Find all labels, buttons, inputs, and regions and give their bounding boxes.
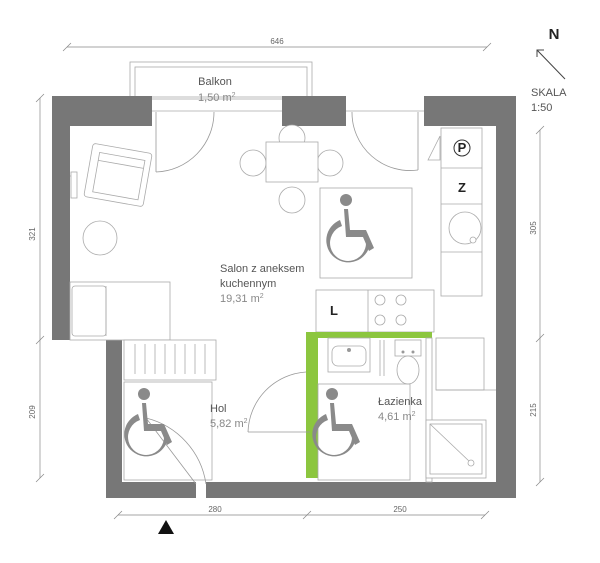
dimension-lines [35,42,545,520]
side-table [82,220,118,256]
living-room-area: 19,31 m2 [220,293,264,305]
dim-bottom-left: 280 [208,505,222,514]
dim-left-lower: 209 [28,405,37,419]
balcony-inner [134,66,308,98]
window-door [351,111,419,171]
balcony-door [155,111,215,173]
wheelchair-icon [312,388,360,457]
storage-cabinet [435,337,485,391]
living-turning-area [319,187,413,279]
wheelchair-icon [124,388,172,457]
bed [69,281,171,341]
hall-area: 5,82 m2 [210,418,248,430]
bathroom-name: Łazienka [378,396,423,408]
entrance-arrow-icon [158,520,174,534]
p-fixture-icon [453,139,471,157]
dining-table [239,124,344,214]
dim-bottom-right: 250 [393,505,407,514]
hall-name: Hol [210,403,227,415]
washing-machine [448,211,482,245]
dim-top: 646 [270,37,284,46]
bathroom-turning-area [317,383,411,481]
scale-value: 1:50 [531,102,552,114]
p-fixture-label: P [458,140,467,155]
armchair [83,143,153,207]
hall-turning-area [123,381,213,481]
scale-label: SKALA [531,87,567,99]
kitchen-units [427,127,483,297]
bathroom-sink [327,337,371,373]
living-room-name-1: Salon z aneksem [220,263,304,275]
wardrobe [123,339,217,381]
balcony-outline [129,61,313,100]
shower [425,419,487,479]
kitchen-counter [315,289,435,333]
dim-left-upper: 321 [28,227,37,241]
balcony-area: 1,50 m2 [198,92,236,104]
bathroom-partition [425,337,433,483]
dim-right-lower: 215 [529,403,538,417]
dim-right-upper: 305 [529,221,538,235]
armchair-side [70,171,78,199]
balcony-name: Balkon [198,76,232,88]
bathroom-door [247,371,310,433]
toilet [394,339,422,385]
l-fixture-label: L [330,303,338,318]
z-fixture-label: Z [458,180,466,195]
bathroom-area: 4,61 m2 [378,411,416,423]
wheelchair-icon [326,194,374,263]
living-room-name-2: kuchennym [220,278,276,290]
compass-label: N [549,26,560,43]
compass-arrow-icon [536,49,566,80]
